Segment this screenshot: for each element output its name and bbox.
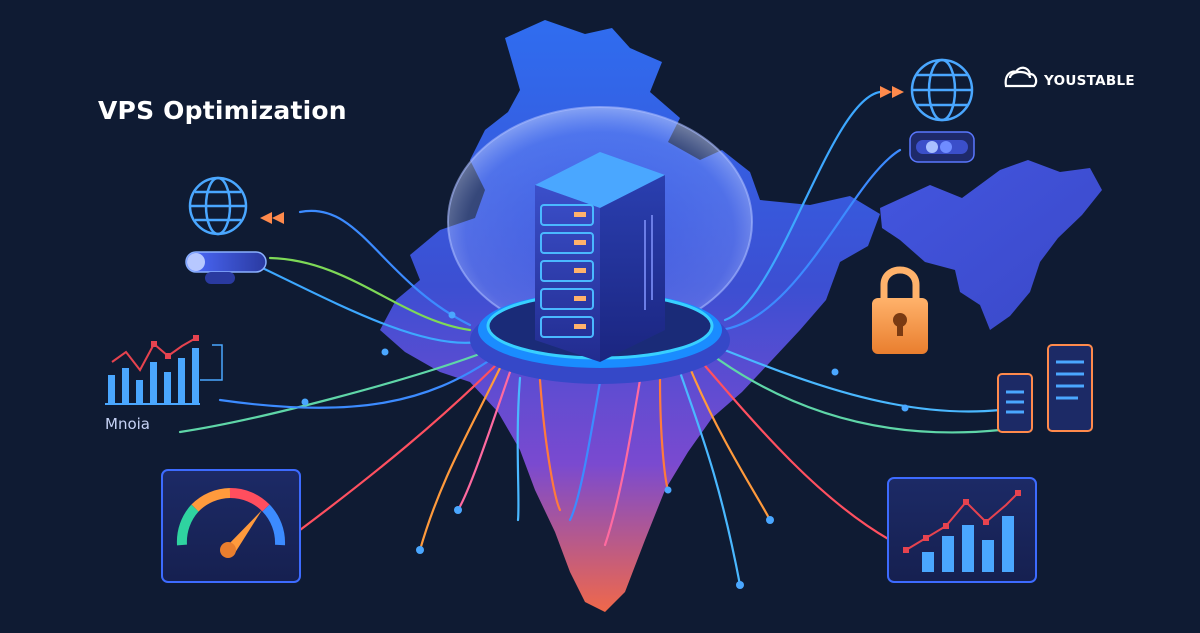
page-title: VPS Optimization [98, 96, 347, 125]
connection-lines [178, 90, 1002, 587]
speedometer-icon [220, 510, 262, 558]
chart-label: Mnoia [105, 415, 150, 433]
brand-logo: YOUSTABLE [1002, 69, 1135, 93]
speedometer-panel [161, 469, 301, 583]
connection-nodes [301, 311, 909, 589]
toggle-switch-icon [185, 251, 267, 284]
mini-bar-chart [105, 335, 223, 405]
arrow-icon [880, 86, 904, 98]
growth-chart-panel [887, 477, 1037, 583]
headset-cloud-icon [1004, 66, 1038, 88]
arrow-icon [260, 212, 284, 224]
globe-icon [188, 176, 248, 236]
toggle-switch-icon [909, 131, 975, 163]
padlock-icon [872, 266, 928, 354]
brand-name: YOUSTABLE [1044, 73, 1135, 89]
globe-icon [910, 58, 974, 122]
server-rack-icon [535, 152, 665, 362]
server-device-icon [997, 344, 1093, 433]
